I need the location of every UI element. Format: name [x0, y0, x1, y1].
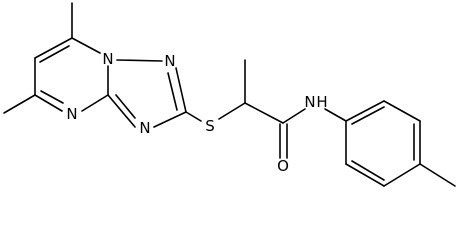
- atom-n-fused: N: [102, 50, 113, 68]
- bond-c5-n4-double: [40, 90, 64, 104]
- atom-carbonyl-o: O: [277, 157, 289, 175]
- atom-sulfur: S: [205, 117, 215, 135]
- bond-ar5-ar6-inner: [351, 160, 385, 181]
- bond-carbonyl-n: [282, 108, 306, 124]
- bond-s-ch: [218, 102, 246, 120]
- atom-n-pyrimidine: N: [66, 105, 77, 123]
- bond-ar1-ar2: [345, 100, 385, 122]
- atom-label-layer: N N N N S N H O: [66, 50, 327, 175]
- bond-c2-n-bottom: [153, 111, 187, 128]
- bond-ar5-ar6: [345, 163, 385, 187]
- bond-n-bottom-c3a: [107, 94, 136, 128]
- bond-ar1-ar2-inner: [351, 106, 385, 125]
- bond-c5-methyl: [3, 94, 36, 114]
- bond-n-top-c2: [175, 67, 187, 113]
- bond-c2-s: [185, 111, 202, 122]
- bond-c5-n4: [34, 94, 63, 112]
- molecule-structure: N N N N S N H O: [3, 2, 456, 187]
- bond-n-aryl: [324, 108, 347, 122]
- atom-amide-h: H: [316, 93, 327, 111]
- bond-layer: [3, 2, 456, 187]
- bond-c7-c6-double: [39, 45, 70, 63]
- bond-c7-c6: [34, 37, 73, 59]
- atom-amide-n: N: [304, 93, 315, 111]
- bond-ar4-ar5: [383, 163, 421, 187]
- bond-n4-c3a: [81, 94, 109, 112]
- bond-ch-carbonyl: [244, 102, 284, 124]
- atom-n-triazole-bottom: N: [139, 119, 150, 137]
- bond-n-fused-n-top: [116, 59, 163, 62]
- bond-n-top-c2-double: [167, 72, 178, 111]
- atom-n-triazole-top: N: [164, 52, 175, 70]
- structure-canvas: N N N N S N H O: [3, 2, 456, 187]
- bond-n-fused-c7: [71, 37, 101, 54]
- bond-n-bottom-c3a-double: [115, 94, 136, 119]
- bond-ar4-methyl: [419, 163, 456, 187]
- bond-ar2-ar3: [383, 100, 421, 122]
